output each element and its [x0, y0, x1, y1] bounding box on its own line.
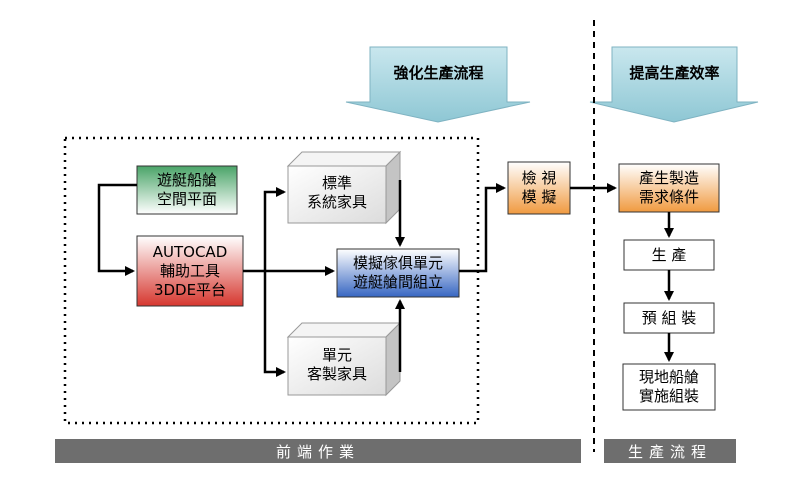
node-standard-furniture: 標準 系統家具: [306, 174, 367, 211]
node-module-box: [336, 248, 460, 298]
banner-enhance-flow: [345, 46, 531, 123]
arrow-branch-to-custom: [263, 271, 286, 377]
node-demand-box: [618, 163, 720, 213]
node-yacht-space-box: [136, 165, 238, 215]
node-yacht-space: 遊艇船艙 空間平面: [156, 171, 217, 208]
banner-improve-efficiency: [589, 46, 759, 123]
node-custom-furniture-cube: [286, 321, 402, 397]
node-onsite: 現地船艙 實施組裝: [638, 368, 699, 405]
front-end-region: [63, 136, 480, 425]
node-onsite-box: [622, 363, 716, 411]
banner-improve-efficiency-label: 提高生產效率: [629, 64, 720, 82]
node-production-box: [623, 239, 715, 271]
arrow-module-to-review: [459, 183, 506, 273]
node-custom-furniture: 單元 客製家具: [306, 346, 367, 383]
node-module-assembly: 模擬傢俱單元 遊艇艙間組立: [352, 254, 443, 291]
node-review: 檢 視 模 擬: [521, 169, 557, 206]
footer-production-flow: 生產流程: [604, 439, 736, 463]
node-standard-furniture-cube: [286, 150, 402, 225]
arrow-branch-to-standard: [263, 187, 286, 271]
footer-front-end: 前端作業: [55, 439, 581, 463]
banner-enhance-flow-label: 強化生產流程: [393, 64, 484, 82]
arrow-space-to-autocad: [97, 183, 137, 276]
node-autocad: AUTOCAD 輔助工具 3DDE平台: [152, 242, 228, 299]
node-autocad-box: [136, 235, 244, 307]
node-demand: 產生製造 需求條件: [638, 169, 699, 206]
node-production: 生 產: [651, 245, 687, 264]
connectors: [97, 180, 674, 377]
node-preassembly: 預 組 裝: [641, 308, 697, 327]
